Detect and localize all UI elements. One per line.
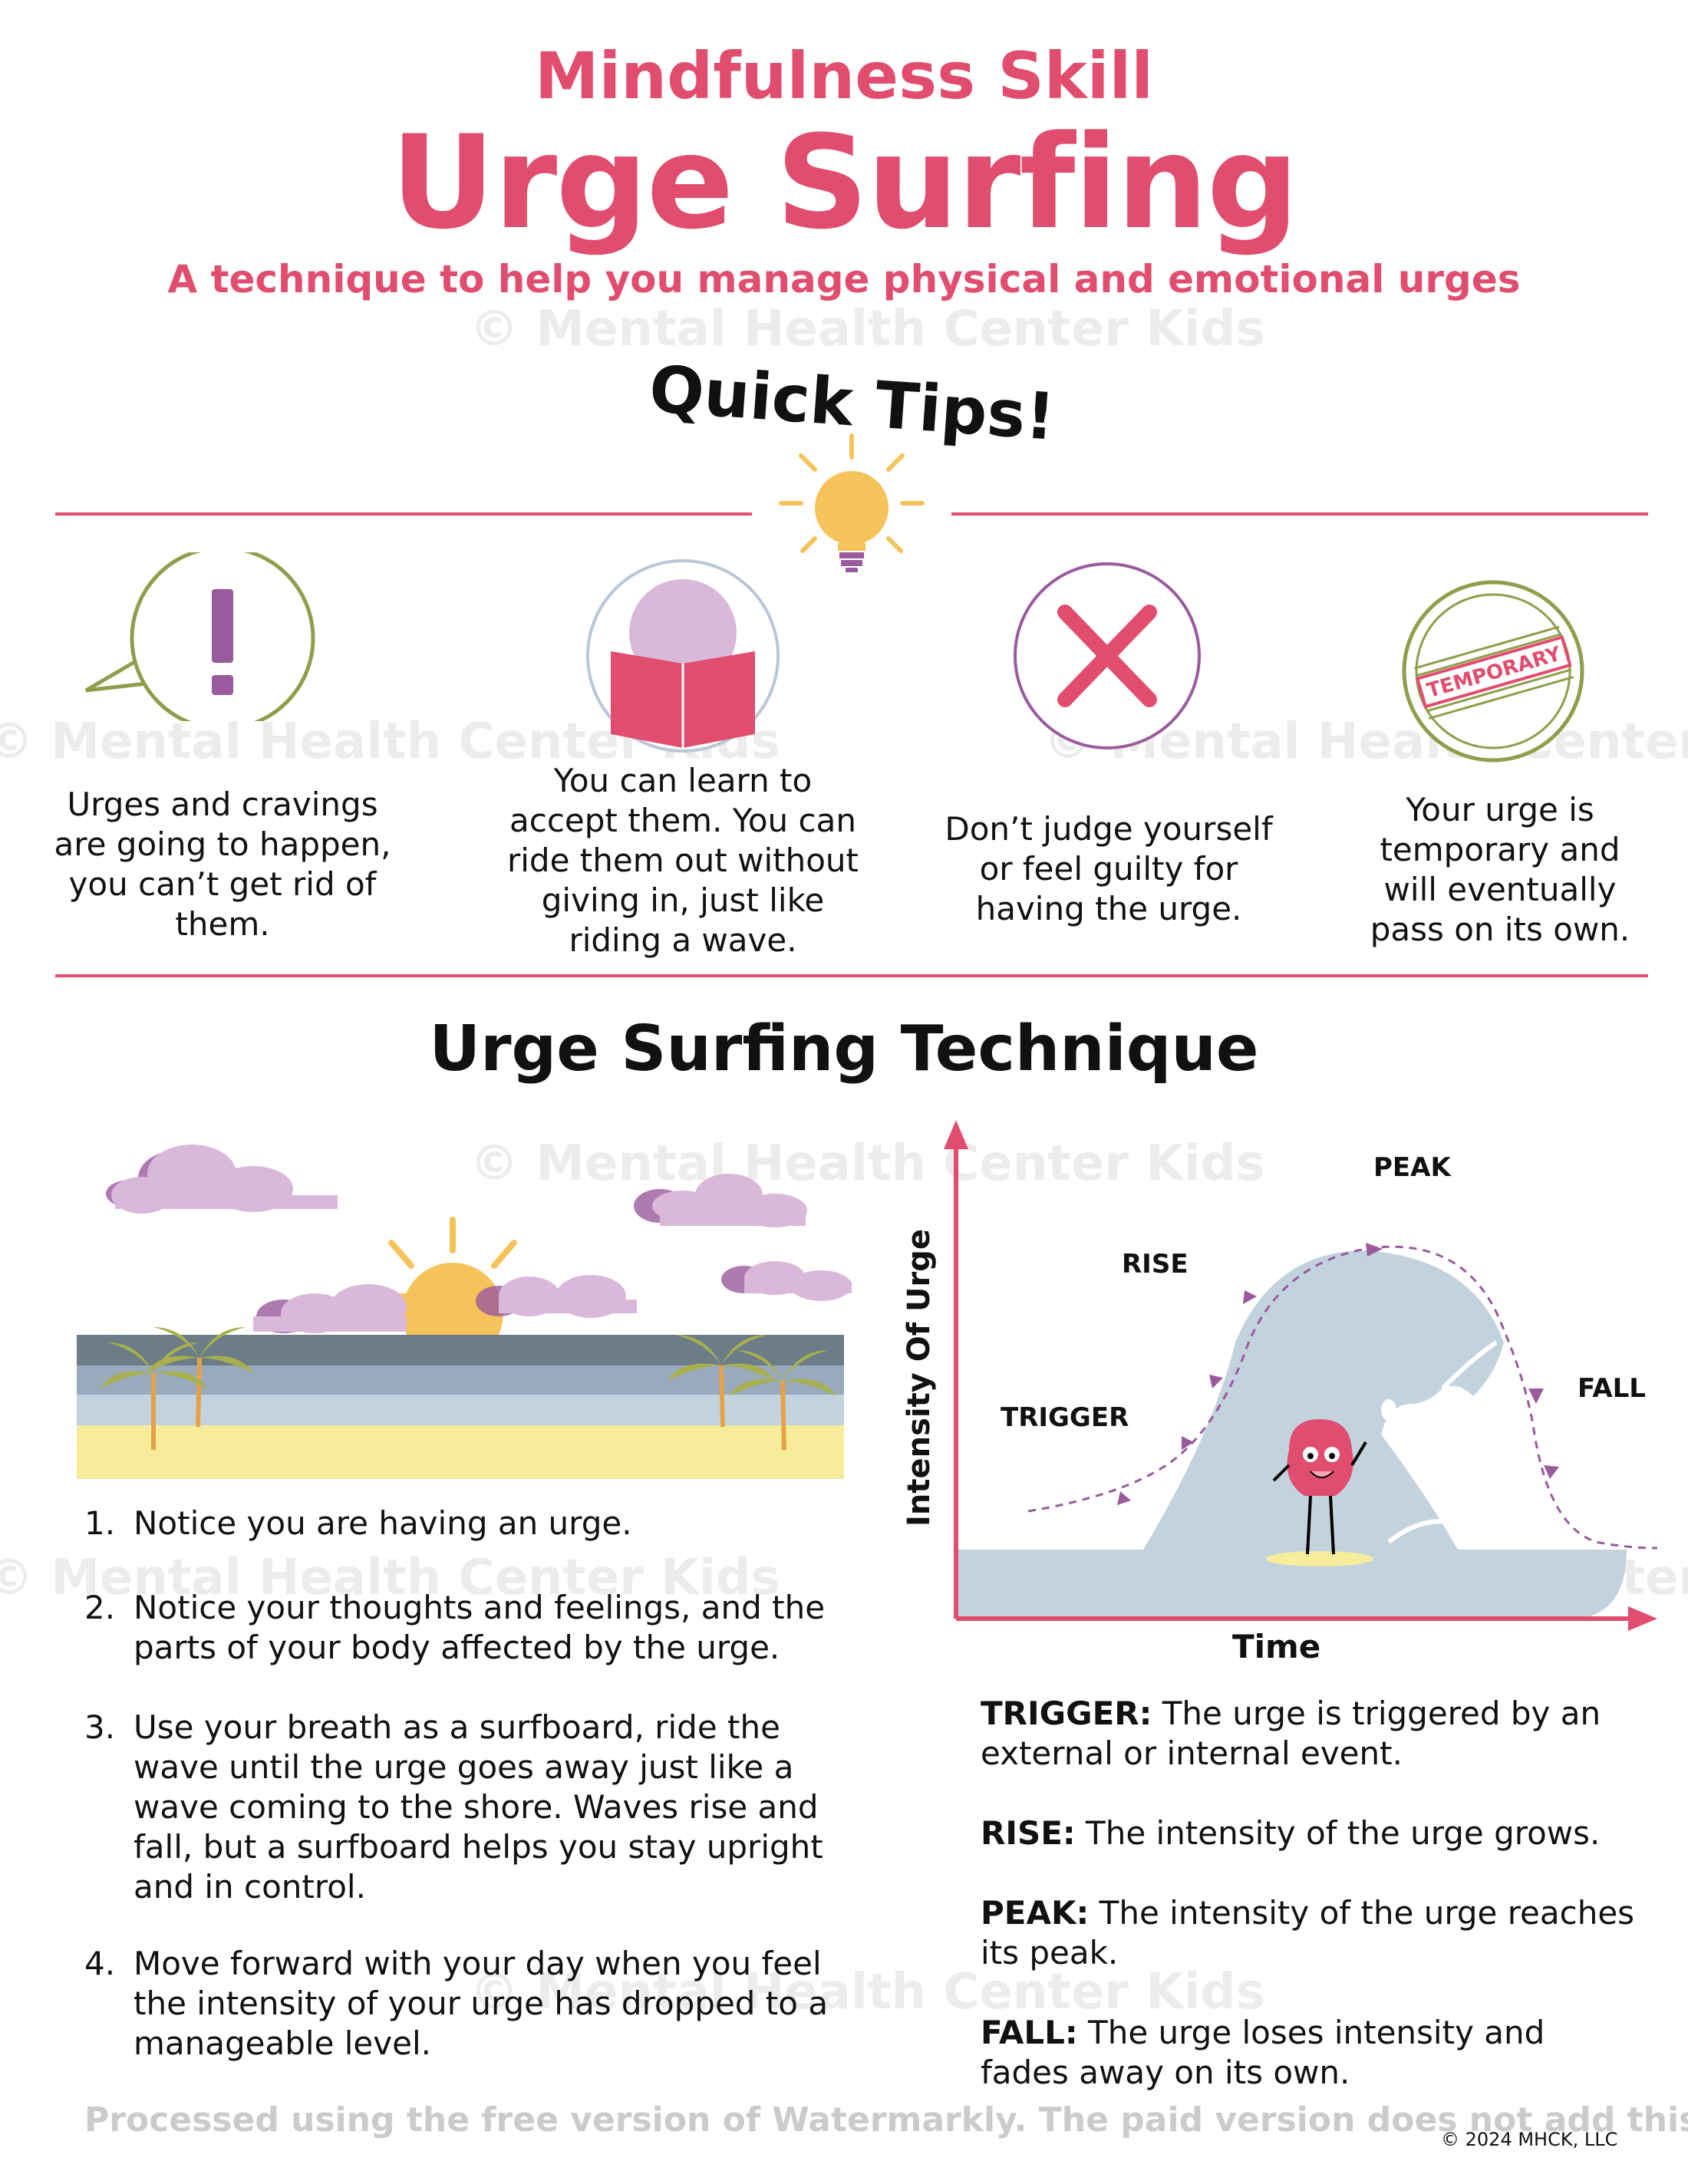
y-axis-arrow	[944, 1120, 968, 1149]
urge-wave-diagram	[944, 1120, 1657, 1631]
brand-watermark: © Mental Health Center Kids	[470, 1964, 1265, 2021]
page-title: Urge Surfing	[391, 107, 1299, 258]
definition-text: The intensity of the urge reaches its pe…	[981, 1894, 1635, 1972]
divider	[951, 512, 1648, 516]
step-number: 1.	[84, 1504, 116, 1542]
definition-term: TRIGGER:	[981, 1695, 1152, 1732]
definition-trigger: TRIGGER: The urge is triggered by an ext…	[981, 1694, 1640, 1774]
speech-bubble-exclamation-icon	[84, 552, 315, 721]
list-item: 4. Move forward with your day when you f…	[84, 1944, 852, 2064]
step-text: Notice you are having an urge.	[134, 1504, 632, 1542]
definition-term: FALL:	[981, 2014, 1078, 2051]
list-item: 3. Use your breath as a surfboard, ride …	[84, 1708, 852, 1907]
lightbulb-icon	[779, 433, 925, 572]
brand-watermark: © Mental Health Center Kids	[470, 301, 1265, 357]
kicker-title: Mindfulness Skill	[534, 38, 1154, 114]
temporary-stamp-icon: TEMPORARY	[1402, 580, 1584, 763]
stage-label-peak: PEAK	[1373, 1152, 1451, 1183]
brand-watermark: © Mental Health Center Kids	[0, 1550, 780, 1606]
processed-watermark: Processed using the free version of Wate…	[84, 2100, 1688, 2140]
step-text: Use your breath as a surfboard, ride the…	[134, 1708, 823, 1906]
person-reading-book-icon	[586, 559, 780, 753]
copyright: © 2024 MHCK, LLC	[1441, 2129, 1618, 2150]
list-item: 2. Notice your thoughts and feelings, an…	[84, 1588, 852, 1668]
step-number: 4.	[84, 1945, 116, 1982]
brain-character	[1272, 1419, 1367, 1555]
stage-label-fall: FALL	[1578, 1373, 1646, 1404]
technique-heading: Urge Surfing Technique	[429, 1013, 1259, 1085]
beach-illustration	[77, 1145, 852, 1479]
divider	[55, 974, 1648, 977]
definition-peak: PEAK: The intensity of the urge reaches …	[981, 1893, 1640, 1973]
urge-path	[1027, 1245, 1657, 1550]
tip-text: Urges and cravings are going to happen, …	[54, 786, 391, 943]
brand-watermark: © Mental Health Center Kids	[470, 1135, 1265, 1192]
definition-term: PEAK:	[981, 1894, 1090, 1932]
stage-label-trigger: TRIGGER	[1001, 1402, 1129, 1433]
x-axis-arrow	[1628, 1606, 1657, 1631]
step-number: 3.	[84, 1708, 116, 1746]
divider	[55, 512, 752, 516]
x-axis-label: Time	[1232, 1628, 1321, 1665]
definition-fall: FALL: The urge loses intensity and fades…	[981, 2013, 1640, 2093]
definition-text: The urge loses intensity and fades away …	[981, 2014, 1545, 2091]
stage-label-rise: RISE	[1122, 1249, 1189, 1280]
step-text: Move forward with your day when you feel…	[134, 1945, 829, 2062]
x-mark-icon	[1014, 562, 1201, 749]
step-number: 2.	[84, 1589, 116, 1626]
definition-rise: RISE: The intensity of the urge grows.	[981, 1813, 1640, 1853]
step-text: Notice your thoughts and feelings, and t…	[134, 1589, 826, 1666]
tip-text: Your urge is temporary and will eventual…	[1370, 791, 1630, 948]
tip-text: You can learn to accept them. You can ri…	[506, 762, 859, 959]
definition-text: The intensity of the urge grows.	[1075, 1814, 1601, 1852]
definition-term: RISE:	[981, 1814, 1076, 1852]
y-axis-label: Intensity Of Urge	[902, 1228, 937, 1527]
page-subtitle: A technique to help you manage physical …	[167, 257, 1521, 301]
surfboard	[1266, 1551, 1373, 1566]
list-item: 1. Notice you are having an urge.	[84, 1504, 852, 1543]
tip-text: Don’t judge yourself or feel guilty for …	[945, 810, 1273, 927]
definition-text: The urge is triggered by an external or …	[981, 1695, 1601, 1772]
wave-shape	[956, 1250, 1627, 1619]
